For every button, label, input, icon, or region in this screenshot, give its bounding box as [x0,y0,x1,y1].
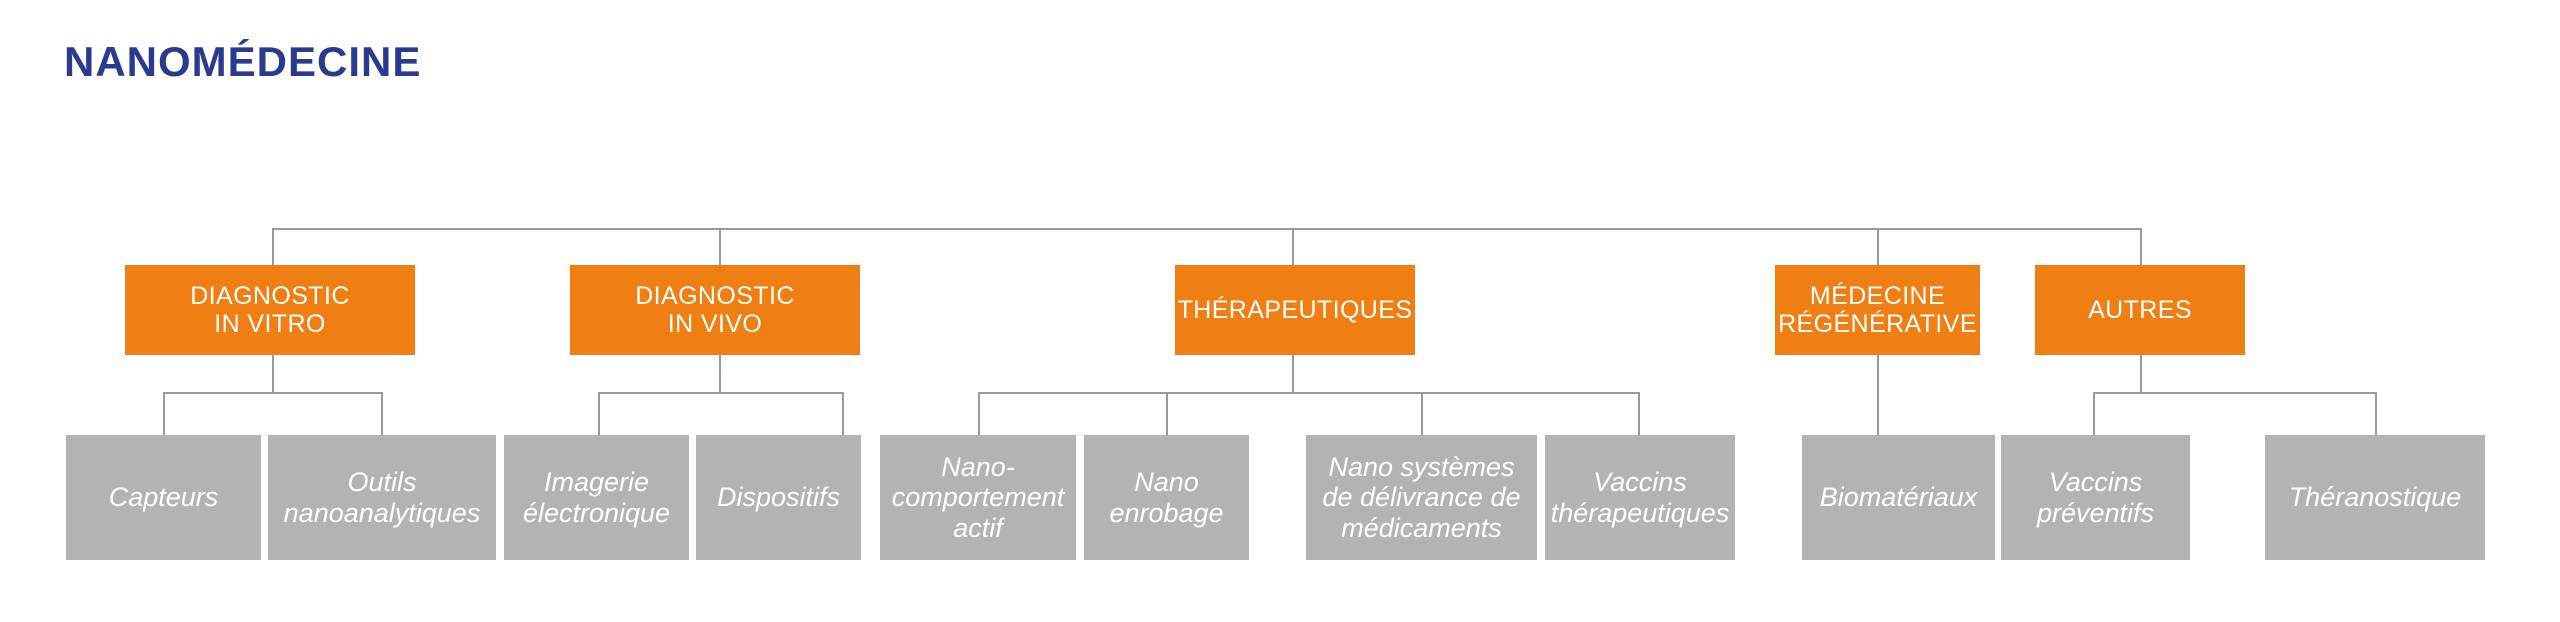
connector-drop-nano-systemes-delivrance [1421,392,1423,435]
connector-drop-vaccins-therapeutiques [1638,392,1640,435]
leaf-label-line1: Dispositifs [716,482,841,513]
connector-drop-outils-nanoanalytiques [381,392,383,435]
connector-drop-therapeutiques [1292,228,1294,266]
connector-drop-dispositifs [842,392,844,435]
leaf-label-line2: enrobage [1109,497,1224,528]
connector-bus-diagnostic-in-vivo [598,392,844,394]
connector-drop-imagerie-electronique [598,392,600,435]
connector-stem-diagnostic-in-vivo [719,355,721,393]
leaf-label-line3: médicaments [1341,512,1502,543]
category-box-diagnostic-in-vitro[interactable]: DIAGNOSTIC IN VITRO [125,265,415,355]
category-box-medecine-regenerative[interactable]: MÉDECINE RÉGÉNÉRATIVE [1775,265,1980,355]
category-box-diagnostic-in-vivo[interactable]: DIAGNOSTIC IN VIVO [570,265,860,355]
leaf-label-line2: de délivrance de [1322,482,1521,513]
connector-drop-nano-enrobage [1166,392,1168,435]
connector-drop-autres [2140,228,2142,266]
connector-drop-diagnostic-in-vitro [272,228,274,266]
connector-stem-diagnostic-in-vitro [272,355,274,393]
leaf-label-line1: Théranostique [2288,482,2462,513]
category-label-line1: DIAGNOSTIC [635,282,795,310]
connector-drop-diagnostic-in-vivo [719,228,721,266]
leaf-label-line1: Vaccins [2048,467,2143,498]
leaf-label-line2: thérapeutiques [1550,497,1730,528]
leaf-label-line2: électronique [522,497,671,528]
leaf-label-line1: Nano [1134,467,1199,498]
connector-stem-therapeutiques [1292,355,1294,393]
leaf-label-line1: Vaccins [1593,467,1687,498]
page-title: NANOMÉDECINE [64,38,422,85]
connector-drop-theranostique [2375,392,2377,435]
leaf-label-line3: actif [953,512,1003,543]
leaf-box-outils-nanoanalytiques[interactable]: Outils nanoanalytiques [268,435,496,560]
connector-drop-nano-comportement-actif [978,392,980,435]
leaf-box-nano-enrobage[interactable]: Nano enrobage [1084,435,1249,560]
category-label-line1: AUTRES [2088,296,2192,324]
category-label-line1: MÉDECINE [1809,282,1946,310]
leaf-label-line1: Biomatériaux [1819,482,1978,513]
leaf-box-dispositifs[interactable]: Dispositifs [696,435,861,560]
connector-drop-biomateriaux [1877,355,1879,435]
connector-bus-autres [2093,392,2377,394]
leaf-box-theranostique[interactable]: Théranostique [2265,435,2485,560]
leaf-box-vaccins-therapeutiques[interactable]: Vaccins thérapeutiques [1545,435,1735,560]
leaf-label-line1: Nano- [941,452,1015,483]
leaf-label-line2: nanoanalytiques [283,497,481,528]
leaf-box-imagerie-electronique[interactable]: Imagerie électronique [504,435,689,560]
connector-bus-therapeutiques [978,392,1640,394]
category-label-line2: IN VIVO [667,310,763,338]
leaf-label-line1: Imagerie [543,467,650,498]
leaf-label-line1: Outils [347,467,417,498]
category-label-line2: IN VITRO [214,310,326,338]
leaf-label-line1: Nano systèmes [1328,452,1515,483]
leaf-box-vaccins-preventifs[interactable]: Vaccins préventifs [2001,435,2190,560]
connector-drop-capteurs [163,392,165,435]
leaf-box-capteurs[interactable]: Capteurs [66,435,261,560]
connector-bus-diagnostic-in-vitro [163,392,383,394]
category-label-line1: THÉRAPEUTIQUES [1177,296,1413,324]
category-box-autres[interactable]: AUTRES [2035,265,2245,355]
leaf-box-biomateriaux[interactable]: Biomatériaux [1802,435,1995,560]
root-horizontal-connector [272,228,2142,230]
leaf-label-line2: comportement [891,482,1065,513]
connector-drop-vaccins-preventifs [2093,392,2095,435]
connector-drop-medecine-regenerative [1877,228,1879,266]
leaf-label-line1: Capteurs [108,482,219,513]
category-box-therapeutiques[interactable]: THÉRAPEUTIQUES [1175,265,1415,355]
connector-stem-autres [2140,355,2142,393]
leaf-box-nano-systemes-delivrance[interactable]: Nano systèmes de délivrance de médicamen… [1306,435,1537,560]
category-label-line1: DIAGNOSTIC [190,282,350,310]
leaf-box-nano-comportement-actif[interactable]: Nano- comportement actif [880,435,1076,560]
category-label-line2: RÉGÉNÉRATIVE [1778,310,1977,338]
leaf-label-line2: préventifs [2036,497,2155,528]
